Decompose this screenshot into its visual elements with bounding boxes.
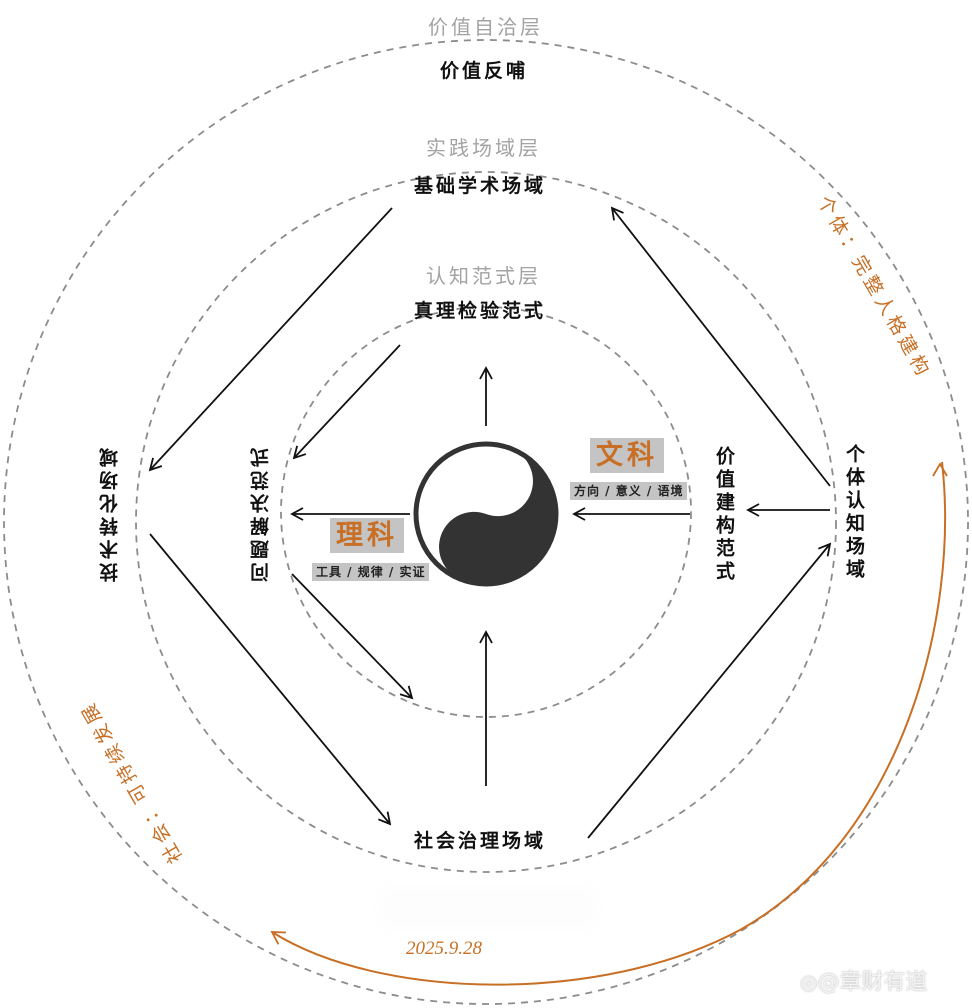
outer-layer-circle: [3, 39, 969, 1005]
sciences-tag: 理科: [330, 518, 404, 553]
field-tech-transfer: 技术转化场域: [99, 444, 121, 582]
obscured-text-area: [378, 888, 598, 928]
humanities-tag: 文科: [590, 438, 664, 473]
arrow-truth-to-problem: [292, 344, 401, 460]
cycle-arc: [270, 461, 947, 986]
layer-title-outer: 价值自洽层: [428, 15, 543, 39]
arrow-tech-to-governance: [149, 533, 392, 826]
arrow-problem-to-bottom: [291, 573, 414, 700]
arrow-individual-to-academic: [610, 206, 831, 487]
watermark-text: @章财有道: [817, 970, 928, 995]
weibo-icon: ◎: [800, 970, 818, 994]
humanities-subtag: 方向 / 意义 / 语境: [570, 482, 688, 500]
sciences-subtag: 工具 / 规律 / 实证: [312, 563, 430, 581]
middle-layer-circle: [135, 171, 837, 873]
inner-layer-circle: [280, 306, 692, 718]
field-value-feedback: 价值反哺: [440, 60, 529, 82]
field-academic: 基础学术场域: [414, 175, 547, 197]
field-individual-cognition: 个体认知场域: [843, 444, 865, 582]
layer-title-middle: 实践场域层: [426, 136, 541, 160]
paradigm-value-construction: 价值建构范式: [713, 446, 735, 584]
watermark: ◎@章财有道: [800, 972, 927, 994]
field-governance: 社会治理场域: [414, 830, 547, 852]
paradigm-problem-solving: 问题解决范式: [250, 444, 272, 582]
arrow-academic-to-tech: [148, 207, 393, 472]
arrow-governance-to-individual: [587, 542, 832, 839]
layer-title-inner: 认知范式层: [426, 264, 541, 288]
yin-yang-icon: [413, 441, 559, 587]
date-label: 2025.9.28: [406, 938, 482, 959]
paradigm-truth: 真理检验范式: [414, 300, 547, 322]
